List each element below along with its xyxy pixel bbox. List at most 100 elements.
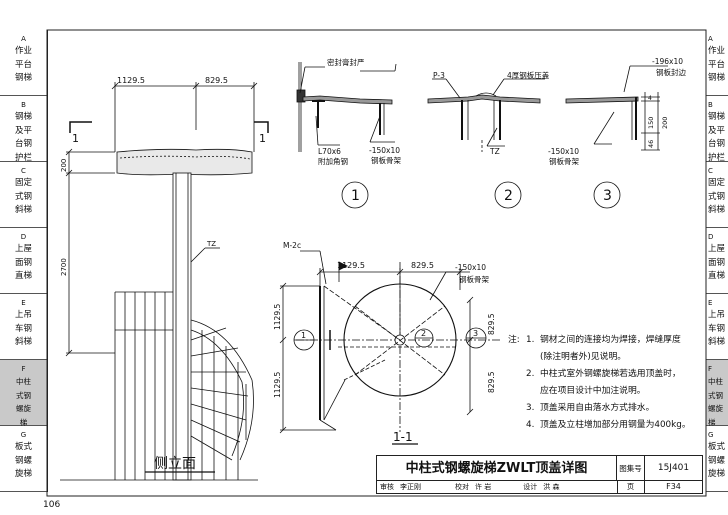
plan-plate-label: -150x10 (455, 263, 486, 272)
d1-plate-label: -150x10 (369, 146, 400, 155)
tab-code: D (20, 233, 27, 241)
tab-label-line: 直梯 (14, 271, 32, 281)
d3-dim-150: 150 (647, 117, 655, 129)
tab-label-line: 上吊 (708, 310, 726, 320)
d2-thick-plate-label: 4厚钢板压盖 (507, 70, 550, 80)
sig-check-label: 校对 (455, 483, 469, 491)
tab-label-line: 作业 (14, 46, 32, 56)
tab-label-line: 上屋 (14, 244, 32, 254)
plan-callout-1: 1 (301, 331, 306, 340)
sig-design-label: 设计 (523, 483, 538, 491)
tab-label-line: 钢螺 (708, 455, 726, 466)
detail-1-drawing (296, 62, 397, 209)
d1-angle-note: 附加角钢 (318, 156, 348, 166)
tab-label-line: 及平 (708, 125, 726, 136)
tab-code: G (20, 431, 27, 439)
tab-code: C (708, 167, 713, 175)
plan-callout-3: 3 (473, 329, 478, 338)
tab-label-line: 车钢 (708, 323, 726, 334)
signature-row: 审核 李正刚 校对 许 岩 设计 洪 森 (377, 481, 618, 493)
elev-dim-2700: 2700 (60, 258, 68, 276)
tab-label-line: 式钢 (14, 191, 32, 202)
plan-m2c-label: M-2c (283, 241, 301, 250)
plan-view-drawing (279, 250, 500, 445)
tab-label-line: 式钢 (708, 390, 723, 400)
tab-label-line: 钢梯 (708, 112, 726, 122)
d2-tz-label: TZ (489, 147, 500, 156)
tab-code: F (21, 365, 26, 373)
tab-label-line: 中柱 (708, 377, 723, 386)
elev-section-mark-left: 1 (72, 132, 79, 145)
d3-edge-note: 钢板封边 (656, 67, 686, 77)
tab-label-line: 上吊 (14, 310, 32, 320)
tab-label-line: 式钢 (16, 390, 31, 400)
note-text: 顶盖采用自由落水方式排水。 (540, 403, 655, 413)
d3-dim-200: 200 (661, 117, 669, 129)
page-value: F34 (666, 482, 681, 491)
tab-label-line: 直梯 (708, 271, 726, 281)
left-tab-d[interactable]: D 上屋面钢直梯 (0, 228, 47, 294)
plan-view-title: 1-1 (393, 430, 413, 444)
tab-code: G (708, 431, 714, 439)
page-number: 106 (43, 500, 61, 510)
tab-label-line: 上屋 (708, 244, 726, 254)
plan-dim-right-upper: 829.5 (487, 313, 496, 335)
tab-label-line: 钢梯 (14, 112, 32, 122)
elev-dim-top-right: 829.5 (205, 76, 228, 85)
tab-label-line: 旋梯 (708, 469, 726, 479)
tab-label-line: 式钢 (708, 191, 726, 202)
note-line: (除注明者外)见说明。 (508, 349, 691, 366)
d1-angle-label: L70x6 (318, 147, 341, 156)
atlas-label: 图集号 (617, 456, 645, 481)
tab-code: B (21, 101, 26, 109)
sig-design-name: 洪 森 (543, 483, 560, 491)
tab-label-line: 钢梯 (708, 73, 726, 83)
notes-heading: 注: (508, 335, 520, 345)
tab-code: D (708, 233, 714, 241)
plan-dim-left-lower: 1129.5 (273, 372, 282, 398)
d3-circle-number: 3 (603, 188, 612, 204)
tab-code: C (21, 167, 26, 175)
sig-review-name: 李正刚 (400, 483, 421, 491)
tab-label-line: 螺旋 (16, 404, 31, 413)
note-text: 应在项目设计中加注说明。 (540, 386, 646, 396)
tab-label-line: 台钢 (708, 139, 726, 149)
tab-label-line: 车钢 (14, 323, 32, 334)
tab-code: A (708, 35, 713, 43)
d3-dim-4: 4 (648, 95, 652, 102)
tab-label-line: 梯 (708, 417, 716, 427)
plan-callout-2: 2 (421, 329, 426, 338)
sig-check-name: 许 岩 (475, 483, 492, 491)
d2-circle-number: 2 (504, 188, 513, 204)
tab-code: A (21, 35, 26, 43)
tab-label-line: 固定 (14, 178, 32, 188)
note-text: 顶盖及立柱增加部分用钢量为400kg。 (540, 420, 691, 430)
tab-label-line: 梯 (19, 417, 28, 427)
note-line: 应在项目设计中加注说明。 (508, 383, 691, 400)
d1-sealant-label: 密封膏封严 (327, 57, 365, 67)
tab-label-line: 护栏 (14, 152, 32, 163)
tab-label-line: 钢梯 (14, 73, 32, 83)
page-label: 页 (617, 481, 645, 493)
note-number: 4. (526, 420, 535, 430)
tab-label-line: 护栏 (708, 152, 726, 163)
tab-label-line: 斜梯 (708, 205, 726, 215)
tab-label-line: 面钢 (14, 257, 32, 268)
tab-code: E (708, 299, 713, 307)
